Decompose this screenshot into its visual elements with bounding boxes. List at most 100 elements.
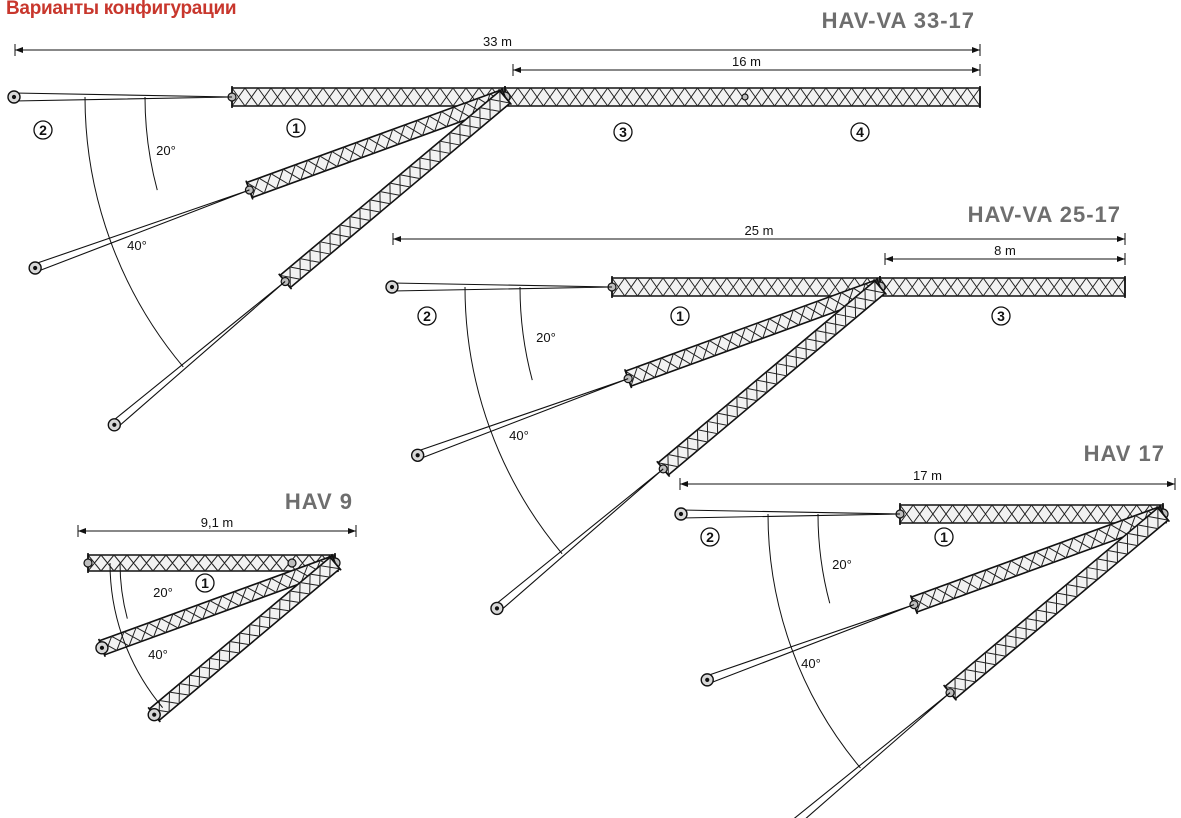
truss-lattice xyxy=(657,280,886,476)
angle-20-label: 20° xyxy=(153,585,173,600)
extension-length-dimension: 8 m xyxy=(884,243,1126,265)
section-marker: 2 xyxy=(417,306,437,326)
jib-boom xyxy=(97,553,340,658)
sheave-icon xyxy=(385,280,399,294)
section-marker: 2 xyxy=(700,527,720,547)
section-number: 1 xyxy=(940,529,948,545)
overall-length-dimension: 25 m xyxy=(392,223,1126,245)
angle-arc xyxy=(817,513,831,604)
truss-chord xyxy=(148,556,341,722)
overall-length-dimension: 9,1 m xyxy=(77,515,357,537)
truss-chord xyxy=(656,279,887,477)
dimension-label: 16 m xyxy=(732,54,761,69)
truss-lattice xyxy=(611,277,881,297)
angle-arc xyxy=(84,96,184,368)
truss-lattice xyxy=(899,504,1164,524)
truss-end xyxy=(497,88,513,106)
dimension-label: 9,1 m xyxy=(201,515,234,530)
section-marker: 3 xyxy=(991,306,1011,326)
sheave-icon xyxy=(490,601,504,616)
angle-20-label: 20° xyxy=(536,330,556,345)
extension-length-dimension: 16 m xyxy=(512,54,981,76)
sheave-icon xyxy=(28,261,42,275)
page-title: Варианты конфигурации xyxy=(6,0,237,19)
angle-20-label: 20° xyxy=(832,557,852,572)
section-number: 3 xyxy=(619,124,627,140)
section-marker: 1 xyxy=(286,118,306,138)
tip-section xyxy=(793,692,951,818)
tip-section xyxy=(705,604,915,685)
section-number: 3 xyxy=(997,308,1005,324)
tip-section xyxy=(13,92,233,102)
section-number: 2 xyxy=(423,308,431,324)
extension-section xyxy=(879,276,1126,298)
section-number: 1 xyxy=(201,575,209,591)
tip-section xyxy=(680,509,901,519)
section-marker: 2 xyxy=(33,120,53,140)
angle-arc xyxy=(519,286,533,381)
sheave-icon xyxy=(107,418,122,432)
truss-chord xyxy=(278,89,512,289)
overall-length-dimension: 17 m xyxy=(679,468,1176,490)
tip-section xyxy=(416,378,629,460)
section-marker: 3 xyxy=(613,122,633,142)
section-number: 2 xyxy=(706,529,714,545)
config-hav-17: HAV 17 17 m 20° 40° 2 1 xyxy=(674,441,1176,818)
jib-boom xyxy=(245,87,510,200)
sheave-icon xyxy=(410,448,425,462)
truss-end xyxy=(328,555,342,571)
config-title: HAV 17 xyxy=(1084,441,1165,466)
angle-arc xyxy=(464,286,563,555)
joint-icon xyxy=(287,558,297,568)
jib-boom xyxy=(656,278,888,478)
tip-section xyxy=(494,468,664,612)
section-number: 1 xyxy=(292,120,300,136)
dimension-label: 33 m xyxy=(483,34,512,49)
config-title: HAV 9 xyxy=(285,489,353,514)
truss-end xyxy=(872,278,888,296)
dimension-label: 17 m xyxy=(913,468,942,483)
section-number: 4 xyxy=(856,124,864,140)
tip-section xyxy=(33,189,250,273)
sheave-icon xyxy=(95,641,109,655)
joint-icon xyxy=(83,558,93,568)
truss-lattice xyxy=(231,87,506,107)
sheave-icon xyxy=(7,90,21,104)
overall-length-dimension: 33 m xyxy=(14,34,981,56)
section-marker: 1 xyxy=(670,306,690,326)
section-marker: 4 xyxy=(850,122,870,142)
section-number: 2 xyxy=(39,122,47,138)
jib-boom xyxy=(147,555,342,723)
config-hav-va-33-17: HAV-VA 33-17 33 m 16 m 20° 40° 2 1 3 4 xyxy=(7,8,981,432)
truss-lattice xyxy=(149,557,340,721)
config-title: HAV-VA 33-17 xyxy=(822,8,975,33)
truss-lattice xyxy=(944,507,1169,699)
section-number: 1 xyxy=(676,308,684,324)
section-marker: 1 xyxy=(195,573,215,593)
angle-40-label: 40° xyxy=(127,238,147,253)
tip-section xyxy=(391,282,613,292)
joint-icon xyxy=(741,93,749,101)
truss-lattice xyxy=(879,277,1126,297)
angle-arc xyxy=(767,513,861,769)
jib-boom xyxy=(278,88,513,290)
angle-40-label: 40° xyxy=(148,647,168,662)
sheave-icon xyxy=(674,507,688,521)
angle-20-label: 20° xyxy=(156,143,176,158)
joint-icon xyxy=(623,374,633,384)
truss-lattice xyxy=(504,87,981,107)
angle-arc xyxy=(144,96,158,191)
angle-arc xyxy=(119,562,128,619)
angle-40-label: 40° xyxy=(801,656,821,671)
jib-boom xyxy=(942,505,1171,701)
angle-arc xyxy=(109,562,164,708)
tip-section xyxy=(111,281,286,429)
dimension-label: 8 m xyxy=(994,243,1016,258)
config-hav-9: HAV 9 9,1 m 20° 40° 1 xyxy=(77,489,357,723)
sheave-icon xyxy=(700,673,714,687)
truss-end xyxy=(1155,505,1171,523)
section-marker: 1 xyxy=(934,527,954,547)
config-title: HAV-VA 25-17 xyxy=(968,202,1121,227)
